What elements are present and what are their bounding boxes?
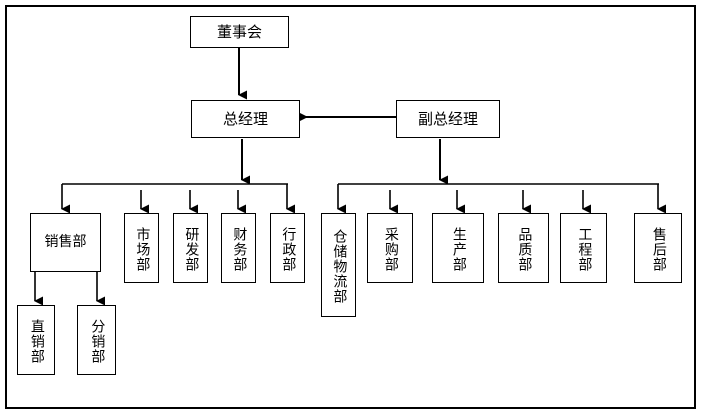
node-label: 董事会: [216, 22, 262, 41]
node-engineering-department[interactable]: 工程部: [560, 213, 607, 283]
node-sales-department[interactable]: 销售部: [30, 213, 101, 272]
node-procurement-department[interactable]: 采购部: [367, 213, 413, 283]
node-administration-department[interactable]: 行政部: [270, 213, 305, 283]
node-label: 仓储物流部: [331, 228, 348, 304]
node-label: 采购部: [382, 226, 399, 272]
node-distribution-department[interactable]: 分销部: [77, 305, 116, 375]
node-label: 销售部: [44, 233, 87, 250]
node-label: 财务部: [231, 226, 248, 272]
node-after-sales-department[interactable]: 售后部: [634, 213, 682, 283]
node-label: 售后部: [650, 226, 667, 272]
diagram-outer-frame: [5, 5, 696, 409]
node-marketing-department[interactable]: 市场部: [124, 213, 159, 283]
node-label: 直销部: [28, 318, 45, 364]
node-label: 总经理: [222, 109, 268, 128]
node-label: 副总经理: [417, 109, 478, 128]
node-direct-sales-department[interactable]: 直销部: [17, 305, 55, 375]
node-general-manager[interactable]: 总经理: [191, 100, 300, 138]
node-board-of-directors[interactable]: 董事会: [190, 16, 289, 48]
node-label: 生产部: [450, 226, 467, 272]
node-label: 研发部: [183, 226, 200, 272]
node-quality-department[interactable]: 品质部: [498, 213, 549, 283]
node-rnd-department[interactable]: 研发部: [173, 213, 208, 283]
node-deputy-general-manager[interactable]: 副总经理: [396, 100, 500, 138]
node-warehouse-logistics-department[interactable]: 仓储物流部: [321, 213, 356, 317]
node-label: 行政部: [280, 226, 297, 272]
node-label: 分销部: [89, 318, 106, 364]
node-finance-department[interactable]: 财务部: [221, 213, 256, 283]
node-label: 市场部: [134, 226, 151, 272]
node-label: 品质部: [516, 226, 533, 272]
node-production-department[interactable]: 生产部: [432, 213, 484, 283]
node-label: 工程部: [576, 226, 593, 272]
